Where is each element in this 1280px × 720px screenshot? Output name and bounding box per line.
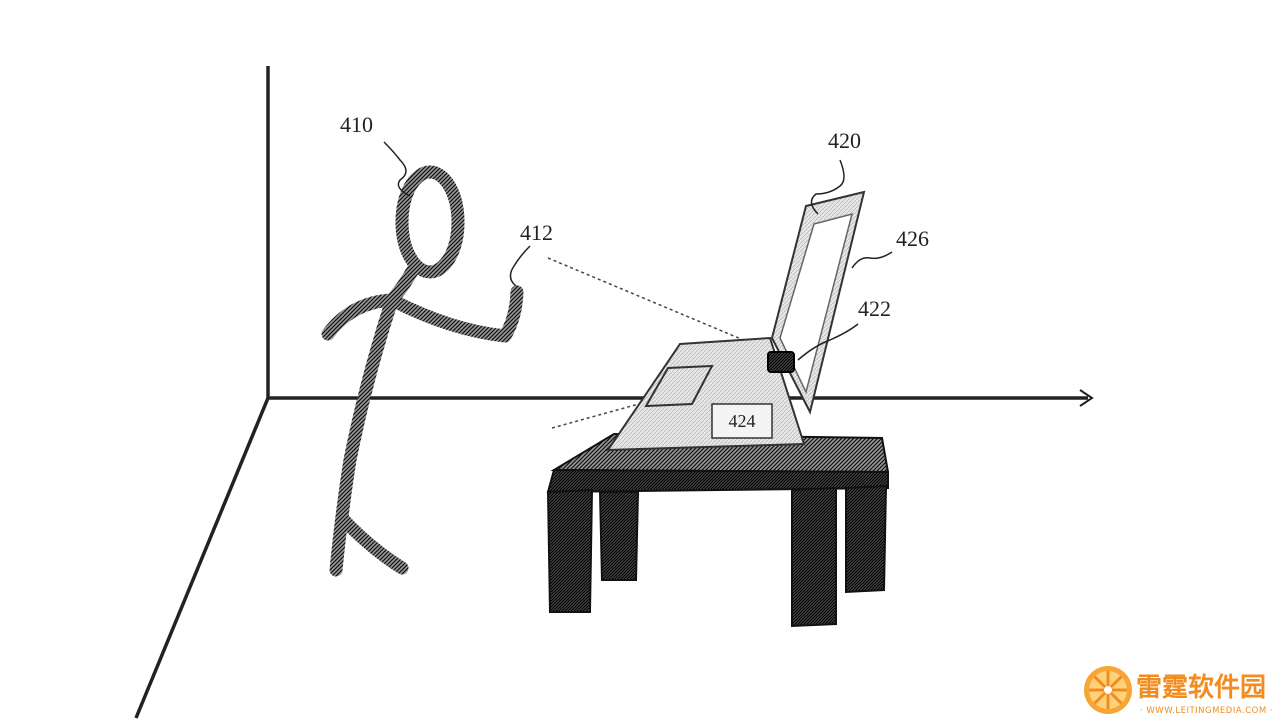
sensor-422 [767,351,795,373]
table-leg-back-left [598,491,640,581]
table-leg-front-left [546,488,594,613]
watermark-subtitle: · WWW.LEITINGMEDIA.COM · [1140,706,1273,716]
label-422: 422 [858,296,891,321]
table-front-edge [546,468,889,494]
label-410: 410 [340,112,373,137]
table-leg-back-right [845,484,888,594]
laptop-screen [779,212,854,395]
figure-arm-back [321,293,399,341]
table-leg-front-right [791,486,837,628]
label-412: 412 [520,220,553,245]
figure-head [395,165,465,279]
watermark-title: 雷霆软件园 [1136,673,1266,703]
figure-leg-back [335,511,409,575]
label-420: 420 [828,128,861,153]
figure-arm-front [385,285,524,343]
orange-logo-icon [1084,666,1132,714]
figure-body [329,293,399,577]
trackpad [644,364,714,408]
leader-lines [383,141,893,361]
stick-figure [321,165,524,577]
element-424-box [711,403,773,439]
label-424: 424 [729,411,756,431]
label-426: 426 [896,226,929,251]
watermark: 雷霆软件园 · WWW.LEITINGMEDIA.COM · [1084,666,1273,716]
gesture-sight-line [547,257,773,353]
arrow-icon [1079,389,1094,407]
room-lines [134,66,1088,719]
table [546,432,890,628]
